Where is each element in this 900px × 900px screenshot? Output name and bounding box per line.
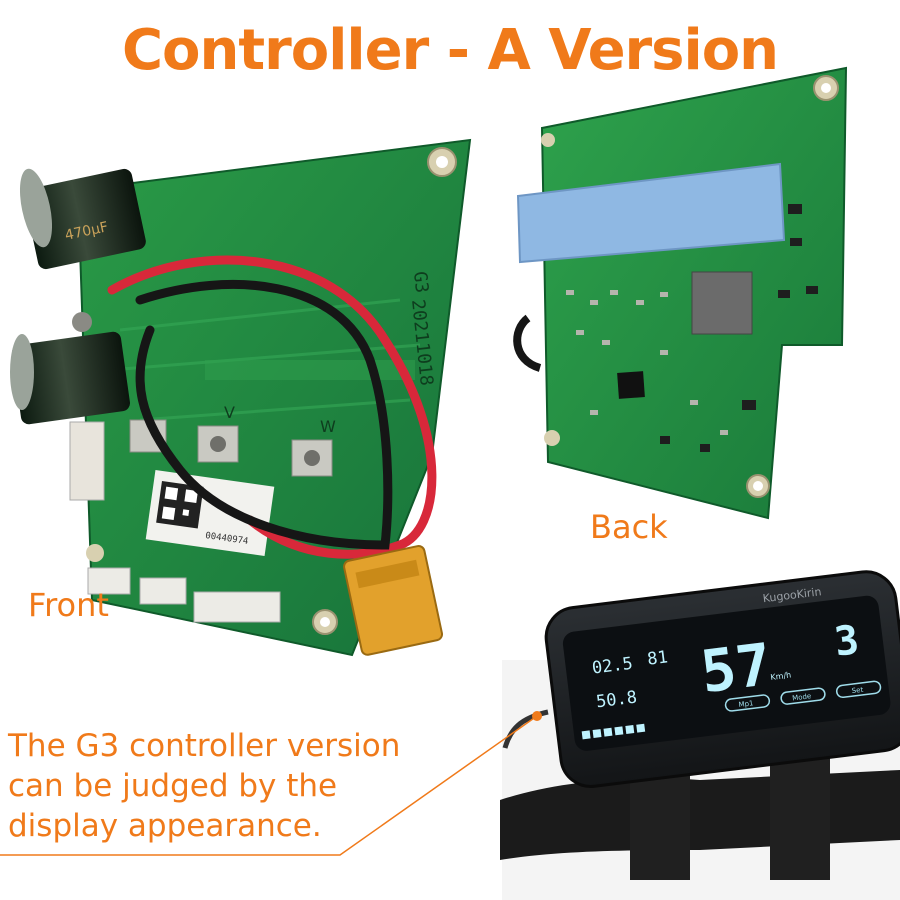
caption-line: can be judged by the — [8, 768, 338, 804]
display-speed-unit: Km/h — [770, 670, 792, 681]
svg-text:Set: Set — [851, 686, 864, 695]
svg-text:Mp1: Mp1 — [738, 699, 754, 709]
svg-text:Mode: Mode — [792, 692, 812, 702]
back-label: Back — [590, 508, 668, 546]
black-wire — [135, 279, 393, 550]
display-readouts: KugooKirin 57 Km/h 3 02.5 81 50.8 Mp1 Mo… — [581, 585, 882, 740]
pcb-model-marking: G3 — [409, 270, 432, 294]
page-title: Controller - A Version — [121, 18, 779, 83]
display-speed: 57 — [697, 630, 775, 706]
display-unit — [544, 570, 900, 788]
connector — [139, 577, 187, 605]
mcu-chip — [617, 371, 645, 399]
pcb-phase-w-label: W — [320, 417, 336, 436]
display-gear: 3 — [832, 617, 862, 666]
caption: The G3 controller version can be judged … — [8, 726, 438, 846]
display-trip: 02.5 — [591, 654, 634, 679]
display-odometer: 50.8 — [595, 687, 638, 712]
red-wire — [107, 255, 437, 559]
callout-leader-line — [0, 715, 538, 856]
front-label: Front — [28, 586, 109, 624]
display-button-3: Set — [835, 680, 882, 699]
connector — [69, 421, 105, 501]
battery-bar — [581, 723, 646, 740]
electrolytic-capacitor — [10, 331, 130, 425]
caption-line: The G3 controller version — [8, 728, 401, 764]
thermal-pad — [516, 162, 786, 264]
display-button-1: Mp1 — [724, 694, 771, 712]
connector — [87, 567, 131, 595]
front-pcb — [10, 138, 472, 657]
caption-line: display appearance. — [8, 808, 322, 844]
xt60-connector — [343, 545, 444, 656]
back-pcb — [513, 66, 848, 520]
power-ic — [691, 271, 753, 335]
display-button-2: Mode — [780, 687, 826, 705]
display-temperature: 81 — [646, 647, 669, 669]
display-photo — [500, 570, 900, 900]
connector — [193, 591, 281, 623]
electrolytic-capacitor — [19, 168, 146, 270]
pcb-phase-v-label: V — [224, 403, 235, 422]
